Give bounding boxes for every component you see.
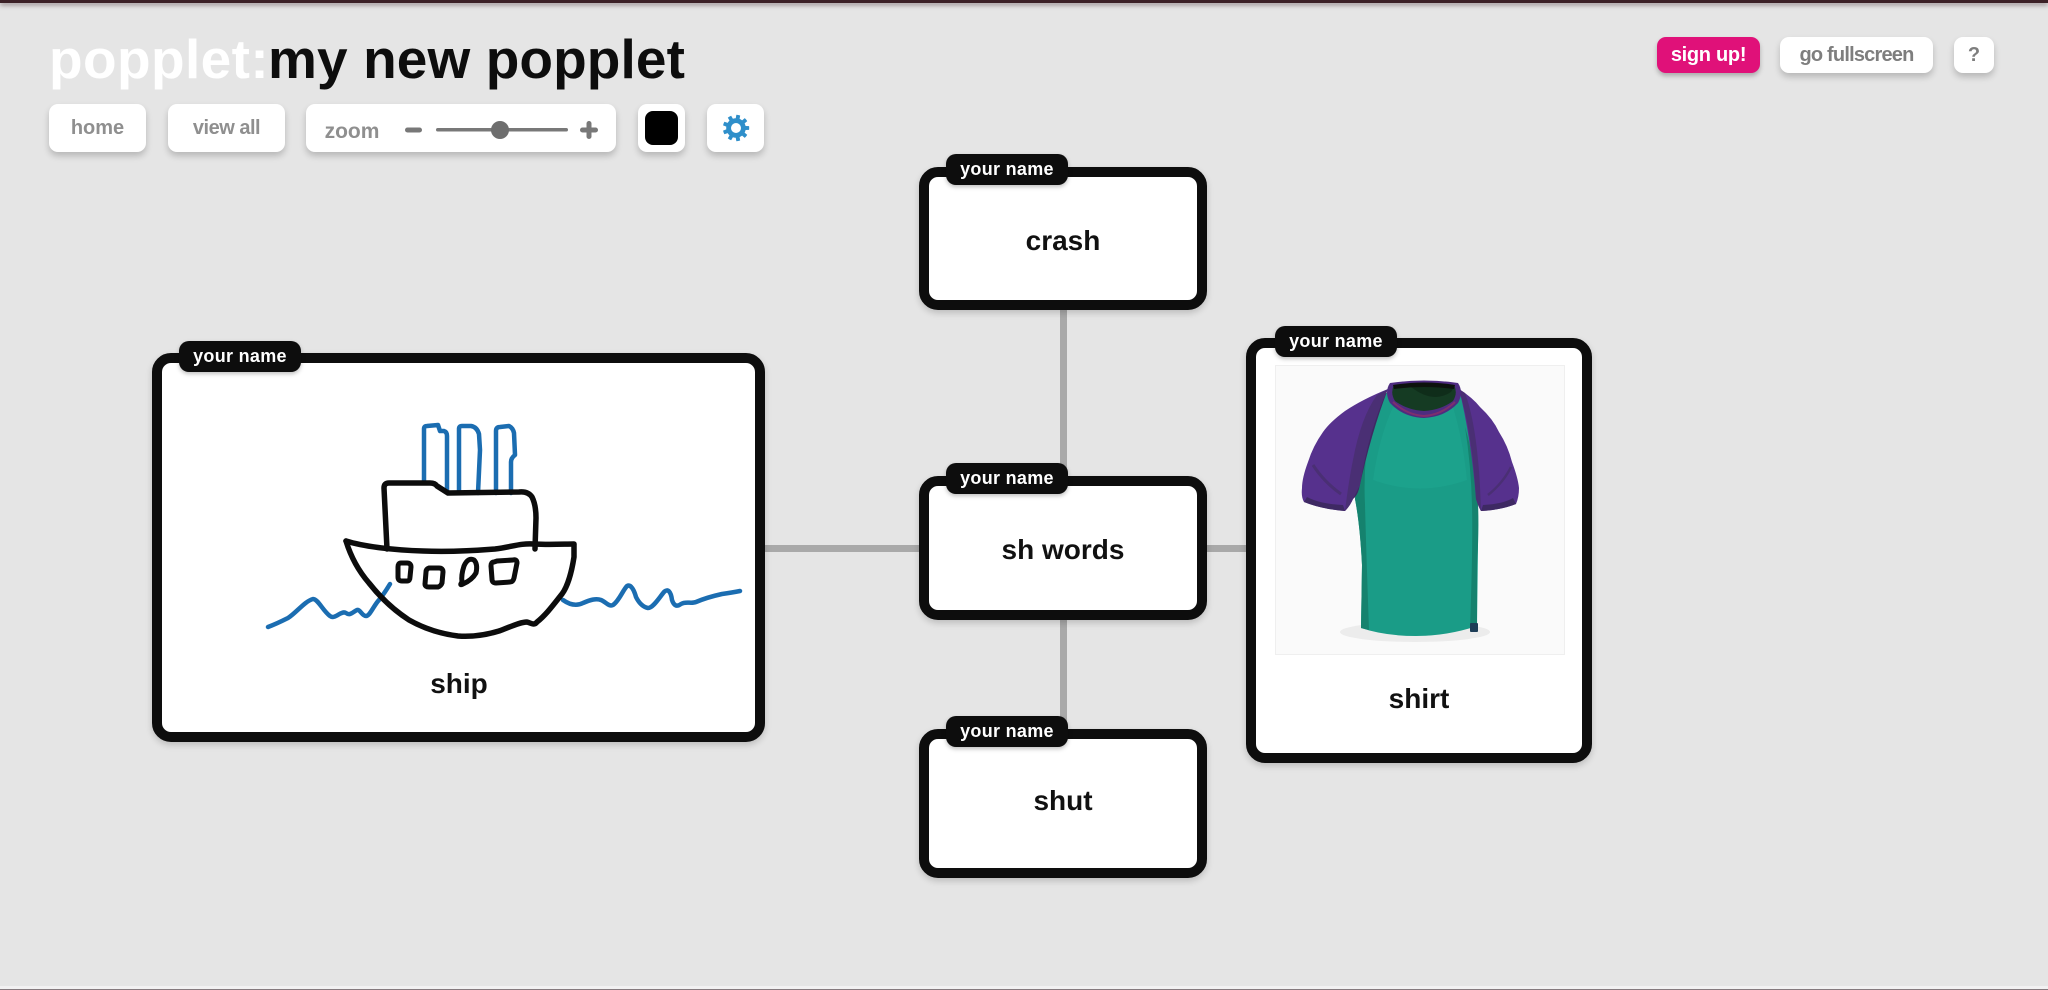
svg-text:zoom: zoom	[325, 120, 380, 143]
